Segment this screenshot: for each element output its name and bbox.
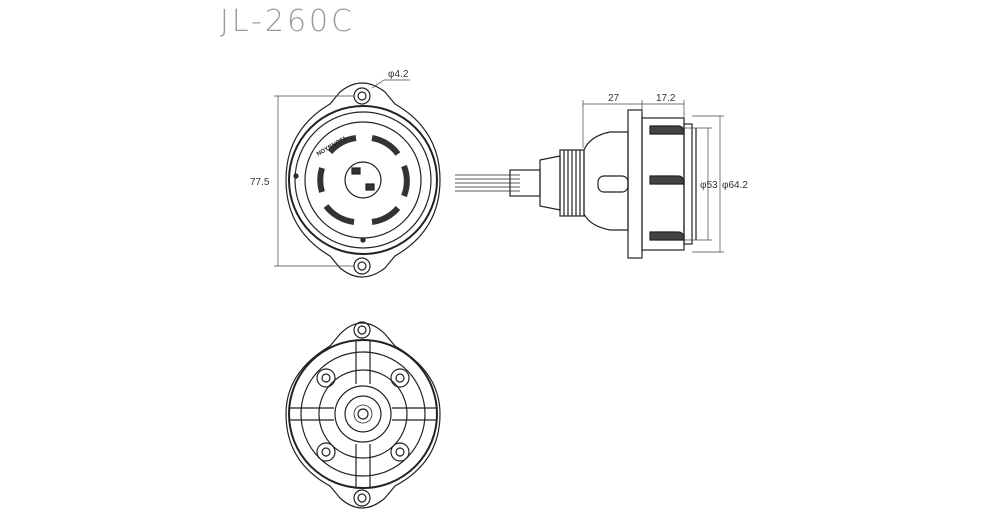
side-view bbox=[455, 109, 697, 259]
model-title: JL-260C bbox=[220, 4, 356, 39]
outer-diameter-label: φ64.2 bbox=[722, 180, 748, 191]
face-text: NOYBNOT1 bbox=[316, 136, 348, 158]
height-label: 77.5 bbox=[250, 177, 270, 188]
hole-diameter-label: φ4.2 bbox=[388, 69, 409, 80]
rear-view bbox=[285, 321, 441, 509]
inner-diameter-label: φ53 bbox=[700, 180, 718, 191]
front-view bbox=[285, 82, 441, 278]
side-dimensions bbox=[582, 100, 724, 253]
front-dimensions bbox=[274, 79, 410, 267]
body-depth-label: 27 bbox=[608, 93, 620, 104]
flange-depth-label: 17.2 bbox=[656, 93, 676, 104]
